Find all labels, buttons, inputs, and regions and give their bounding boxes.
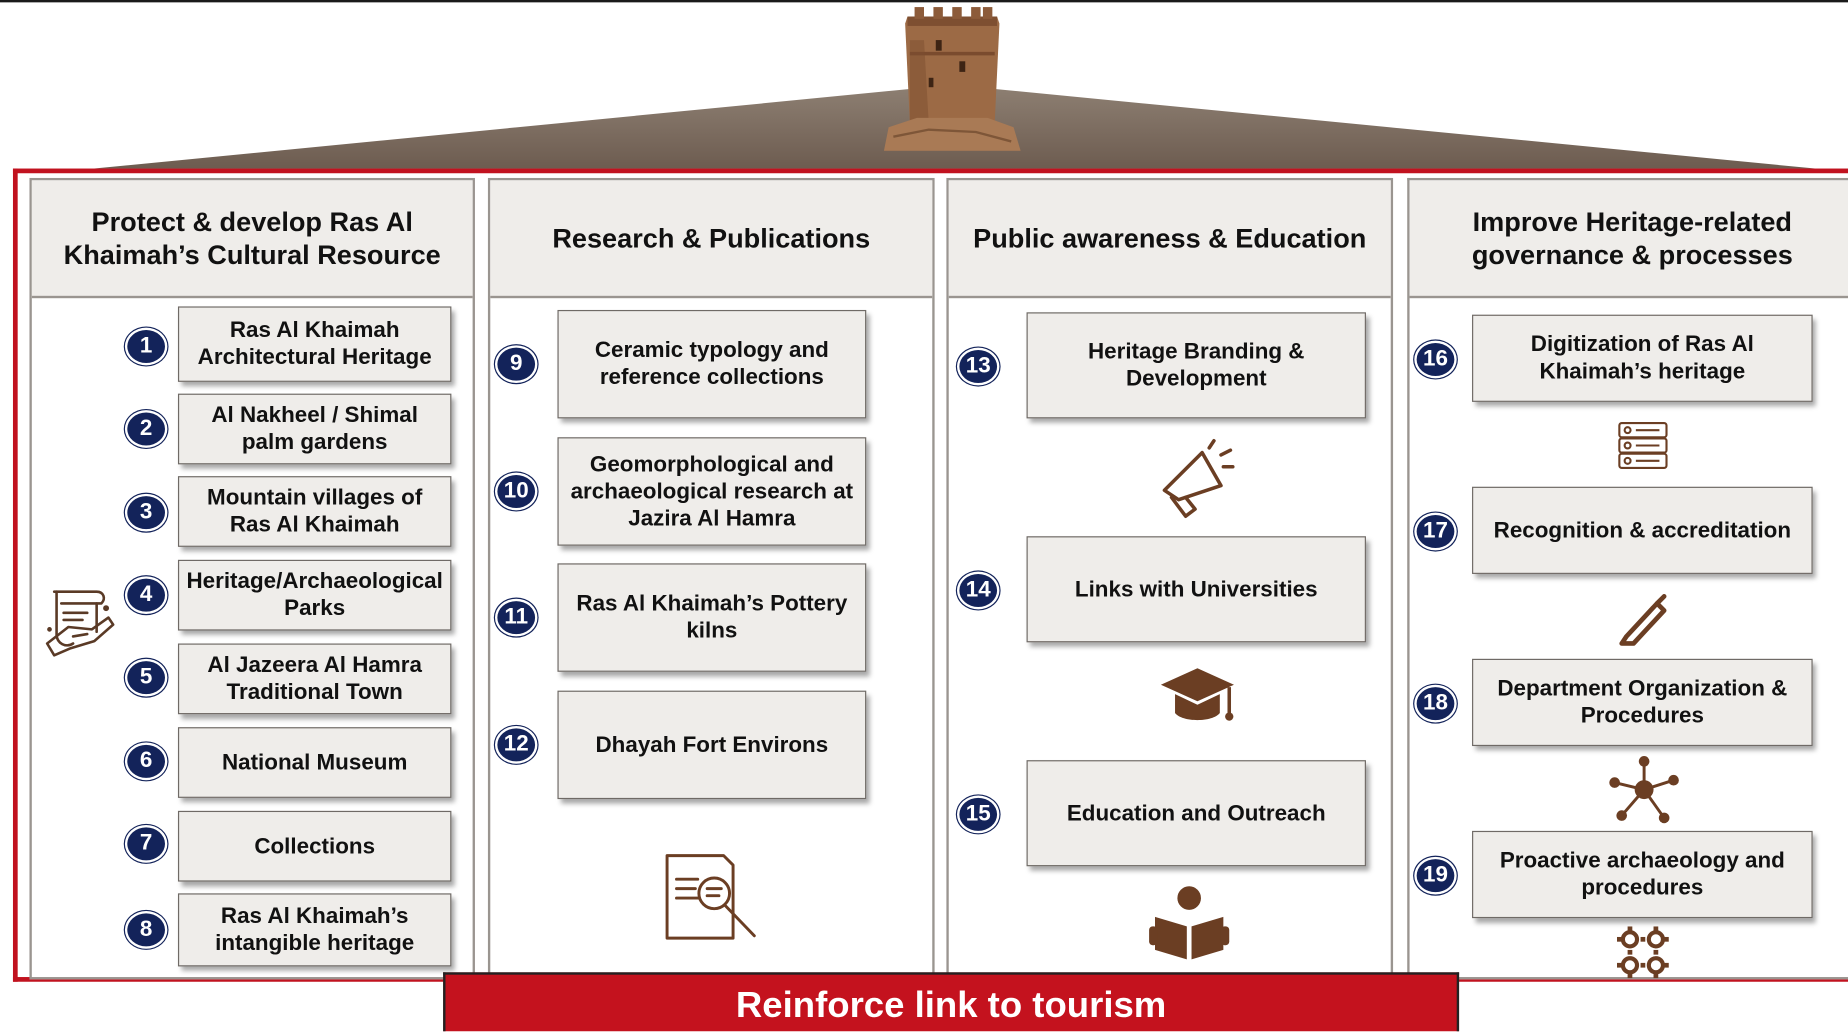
document-magnifier-icon xyxy=(665,854,756,940)
item-box: Dhayah Fort Environs xyxy=(557,690,867,800)
graduation-cap-icon xyxy=(1160,668,1234,721)
gears-icon xyxy=(1616,926,1669,979)
network-icon xyxy=(1609,756,1679,824)
scroll-hand-icon xyxy=(45,590,115,657)
item-number-badge: 9 xyxy=(494,345,538,384)
item-box: National Museum xyxy=(177,727,452,798)
tourism-banner: Reinforce link to tourism xyxy=(443,972,1460,1032)
item-number-badge: 10 xyxy=(494,472,538,511)
column-title: Research & Publications xyxy=(490,180,933,299)
item-box: Al Jazeera Al Hamra Traditional Town xyxy=(177,643,452,715)
megaphone-icon xyxy=(1162,439,1235,518)
item-box: Education and Outreach xyxy=(1026,760,1366,867)
pen-icon xyxy=(1619,593,1667,646)
item-number-badge: 11 xyxy=(494,598,538,637)
item-box: Geomorphological and archaeological rese… xyxy=(557,437,867,546)
item-box: Proactive archaeology and procedures xyxy=(1472,830,1813,919)
item-box: Department Organization & Procedures xyxy=(1472,658,1813,747)
item-box: Ras Al Khaimah Architectural Heritage xyxy=(177,306,452,382)
item-number-badge: 16 xyxy=(1414,340,1457,379)
item-box: Ras Al Khaimah’s Pottery kilns xyxy=(557,563,867,672)
item-number-badge: 5 xyxy=(124,658,168,697)
top-border-line xyxy=(0,0,1848,3)
item-number-badge: 17 xyxy=(1414,512,1457,551)
reading-person-icon xyxy=(1149,886,1230,960)
item-box: Al Nakheel / Shimal palm gardens xyxy=(177,393,452,465)
item-box: Heritage/Archaeological Parks xyxy=(177,559,452,631)
item-number-badge: 7 xyxy=(124,824,168,863)
item-box: Recognition & accreditation xyxy=(1472,486,1813,574)
item-box: Collections xyxy=(177,810,452,882)
fort-tower-image xyxy=(883,7,1021,151)
item-number-badge: 15 xyxy=(956,795,1000,834)
item-number-badge: 4 xyxy=(124,576,168,615)
item-box: Ras Al Khaimah’s intangible heritage xyxy=(177,893,452,967)
database-icon xyxy=(1618,422,1668,469)
item-box: Heritage Branding & Development xyxy=(1026,312,1366,419)
column-title: Protect & develop Ras Al Khaimah’s Cultu… xyxy=(31,180,473,299)
item-number-badge: 8 xyxy=(124,911,168,949)
item-number-badge: 13 xyxy=(956,347,1000,386)
item-number-badge: 2 xyxy=(124,410,168,448)
item-box: Ceramic typology and reference collectio… xyxy=(557,309,867,419)
item-number-badge: 14 xyxy=(956,571,1000,610)
item-box: Links with Universities xyxy=(1026,536,1366,643)
item-number-badge: 6 xyxy=(124,742,168,781)
column-title: Public awareness & Education xyxy=(948,180,1391,299)
item-number-badge: 19 xyxy=(1414,856,1457,895)
item-number-badge: 18 xyxy=(1414,684,1457,723)
item-number-badge: 3 xyxy=(124,493,168,532)
item-box: Mountain villages of Ras Al Khaimah xyxy=(177,476,452,547)
item-number-badge: 12 xyxy=(494,725,538,764)
column-title: Improve Heritage-related governance & pr… xyxy=(1409,180,1848,299)
item-number-badge: 1 xyxy=(124,327,168,366)
item-box: Digitization of Ras Al Khaimah’s heritag… xyxy=(1472,314,1813,402)
